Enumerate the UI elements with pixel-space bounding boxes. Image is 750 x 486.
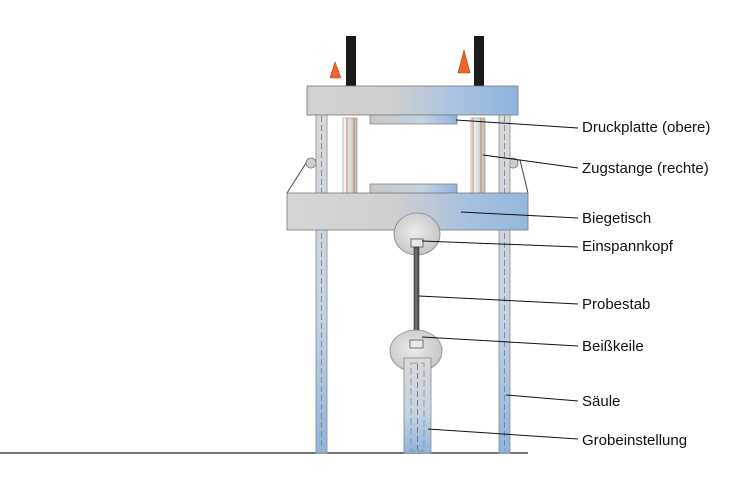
upper-crosshead	[306, 85, 519, 116]
label-coarse-adjustment: Grobeinstellung	[582, 432, 688, 449]
leader-bending-table	[460, 211, 579, 219]
leader-specimen	[418, 295, 579, 305]
left-top-rod	[346, 36, 356, 86]
upper-clamp-block	[410, 238, 424, 248]
coarse-adjustment-inner	[410, 362, 425, 452]
label-wedge-grips: Beißkeile	[582, 338, 644, 355]
label-upper-platen: Druckplatte (obere)	[582, 119, 711, 136]
label-bending-table: Biegetisch	[582, 210, 652, 227]
label-tie-rod: Zugstange (rechte)	[582, 160, 709, 177]
right-top-rod	[474, 36, 484, 86]
leader-coarse-adjustment	[427, 428, 579, 440]
right-arrow-icon	[457, 48, 471, 74]
label-clamping-head: Einspannkopf	[582, 238, 673, 255]
leader-lines	[418, 119, 579, 440]
left-tie-rod	[342, 117, 358, 195]
left-arrow-icon	[329, 61, 342, 79]
leader-clamping-head	[421, 240, 579, 248]
leader-tie-rod	[482, 154, 579, 169]
label-specimen: Probestab	[582, 296, 651, 313]
leader-wedge-grips	[421, 336, 579, 347]
left-hanger-pulley	[305, 157, 317, 169]
upper-pressure-plate	[369, 114, 458, 125]
leader-upper-platen	[455, 119, 579, 129]
lower-clamp-block	[409, 339, 424, 349]
label-column: Säule	[582, 393, 621, 410]
specimen-bar	[413, 246, 420, 336]
leader-column	[505, 394, 579, 402]
lower-pressure-plate	[369, 183, 458, 195]
